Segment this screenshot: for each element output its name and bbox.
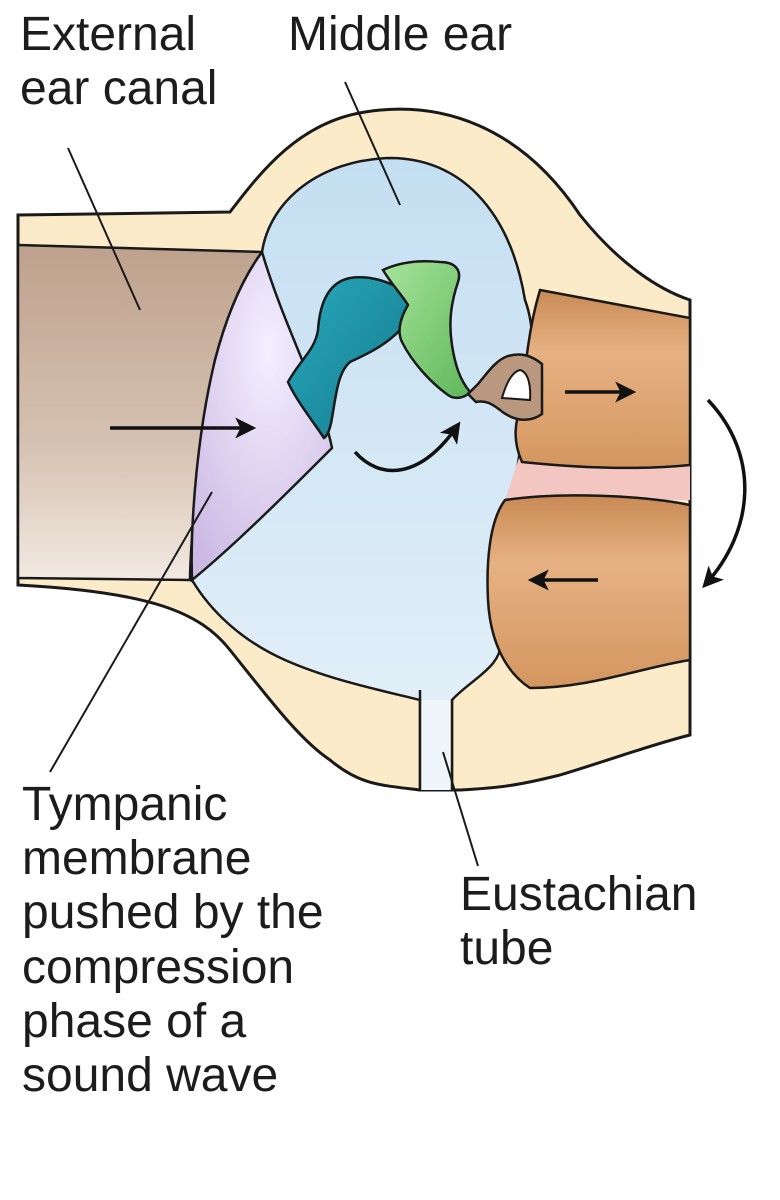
label-external-ear-canal: External ear canal [20, 8, 217, 116]
lower-tissue-block [486, 494, 692, 690]
label-eustachian-tube: Eustachian tube [460, 868, 698, 976]
leader-lines [49, 81, 479, 867]
label-line: compression [22, 940, 295, 994]
eustachian-tube [420, 700, 452, 790]
label-line: External [20, 8, 197, 61]
leader-tympanic-membrane [49, 491, 213, 773]
label-middle-ear: Middle ear [288, 8, 512, 62]
label-line: sound wave [22, 1049, 279, 1103]
leader-external-ear-canal [67, 147, 141, 311]
ossicle-rotation-arrow [353, 421, 461, 473]
label-line: phase of a [22, 994, 247, 1048]
leader-middle-ear [344, 81, 401, 206]
motion-arrows [110, 381, 747, 591]
label-line: pushed by the [22, 886, 324, 940]
label-line: Tympanic [22, 778, 228, 831]
label-line: tube [460, 922, 554, 976]
stapes-opening [500, 368, 532, 402]
leader-eustachian-tube [442, 751, 479, 867]
label-line: Eustachian [460, 868, 698, 921]
label-line: Middle ear [288, 8, 513, 61]
label-line: membrane [22, 832, 252, 886]
label-tympanic-membrane: Tympanic membrane pushed by the compress… [22, 778, 324, 1103]
fluid-circulation-arrow [702, 398, 747, 589]
upper-tissue-block [514, 288, 692, 470]
label-line: ear canal [20, 62, 218, 116]
